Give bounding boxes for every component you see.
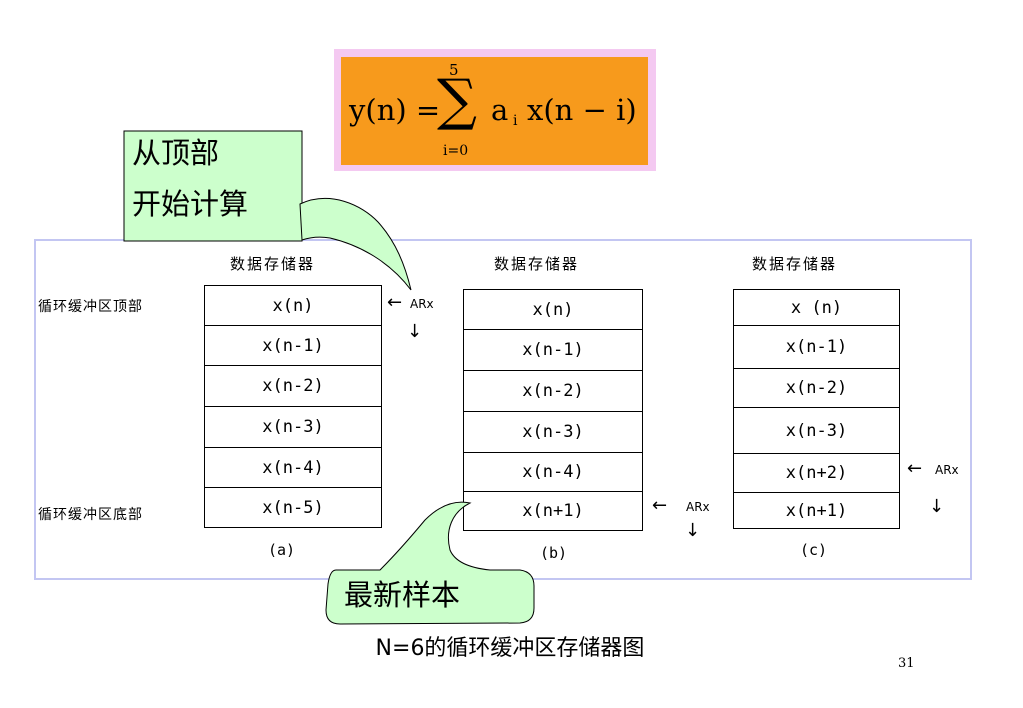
pointer-c-down-arrow: ↓ [929,496,945,517]
figure-caption: N=6的循环缓冲区存储器图 [375,636,645,661]
cell-b-3: x(n-3) [464,411,642,452]
top-callout-tail [299,198,412,291]
cell-a-2: x(n-2) [205,365,381,405]
cell-a-3: x(n-3) [205,406,381,446]
cell-c-2: x(n-2) [734,368,899,407]
cell-c-3: x(n-3) [734,407,899,453]
pointer-c-label: ARx [935,463,959,477]
newest-callout-shape [325,501,535,625]
column-b-title: 数据存储器 [494,255,580,273]
formula-box: y(n) = 5 ∑ i=0 a i x(n − i) [341,57,648,165]
formula-lhs: y(n) = [349,93,441,127]
buffer-bottom-label: 循环缓冲区底部 [38,507,143,523]
pointer-c-left-arrow: ← [907,458,923,479]
cell-b-0: x(n) [464,289,642,329]
cell-c-5: x(n+1) [734,492,899,529]
formula-subscript: i [513,113,518,129]
pointer-a-left-arrow: ← [387,292,403,313]
cell-b-4: x(n-4) [464,452,642,491]
cell-b-2: x(n-2) [464,370,642,411]
top-callout-box [123,130,303,242]
pointer-b-left-arrow: ← [652,495,668,516]
pointer-b-label: ARx [686,500,710,514]
formula-rhs: x(n − i) [527,93,637,127]
column-a-stack: x(n) x(n-1) x(n-2) x(n-3) x(n-4) x(n-5) [204,285,382,528]
column-b-stack: x(n) x(n-1) x(n-2) x(n-3) x(n-4) x(n+1) [463,289,643,531]
page-number: 31 [898,656,915,671]
column-c-title: 数据存储器 [752,255,838,273]
formula-upper-limit: 5 [449,61,459,79]
formula-coef: a [491,93,509,127]
formula-sigma: ∑ [437,68,477,133]
cell-c-0: x (n) [734,289,899,325]
newest-callout-text: 最新样本 [344,578,461,612]
top-callout-line1: 从顶部 [132,136,220,170]
cell-a-1: x(n-1) [205,325,381,365]
column-a-caption: (a) [268,541,296,559]
pointer-a-label: ARx [410,297,434,311]
cell-b-5: x(n+1) [464,491,642,531]
top-callout-line2: 开始计算 [132,187,249,221]
cell-a-4: x(n-4) [205,447,381,487]
cell-c-1: x(n-1) [734,325,899,368]
cell-a-0: x(n) [205,285,381,325]
buffer-top-label: 循环缓冲区顶部 [38,299,143,315]
cell-b-1: x(n-1) [464,329,642,370]
column-b-caption: (b) [540,544,568,562]
column-c-caption: (c) [800,541,828,559]
cell-c-4: x(n+2) [734,453,899,492]
pointer-b-down-arrow: ↓ [685,520,701,541]
pointer-a-down-arrow: ↓ [407,321,423,342]
column-a-title: 数据存储器 [230,255,316,273]
formula-lower-limit: i=0 [443,143,469,159]
column-c-stack: x (n) x(n-1) x(n-2) x(n-3) x(n+2) x(n+1) [733,289,900,529]
cell-a-5: x(n-5) [205,487,381,528]
